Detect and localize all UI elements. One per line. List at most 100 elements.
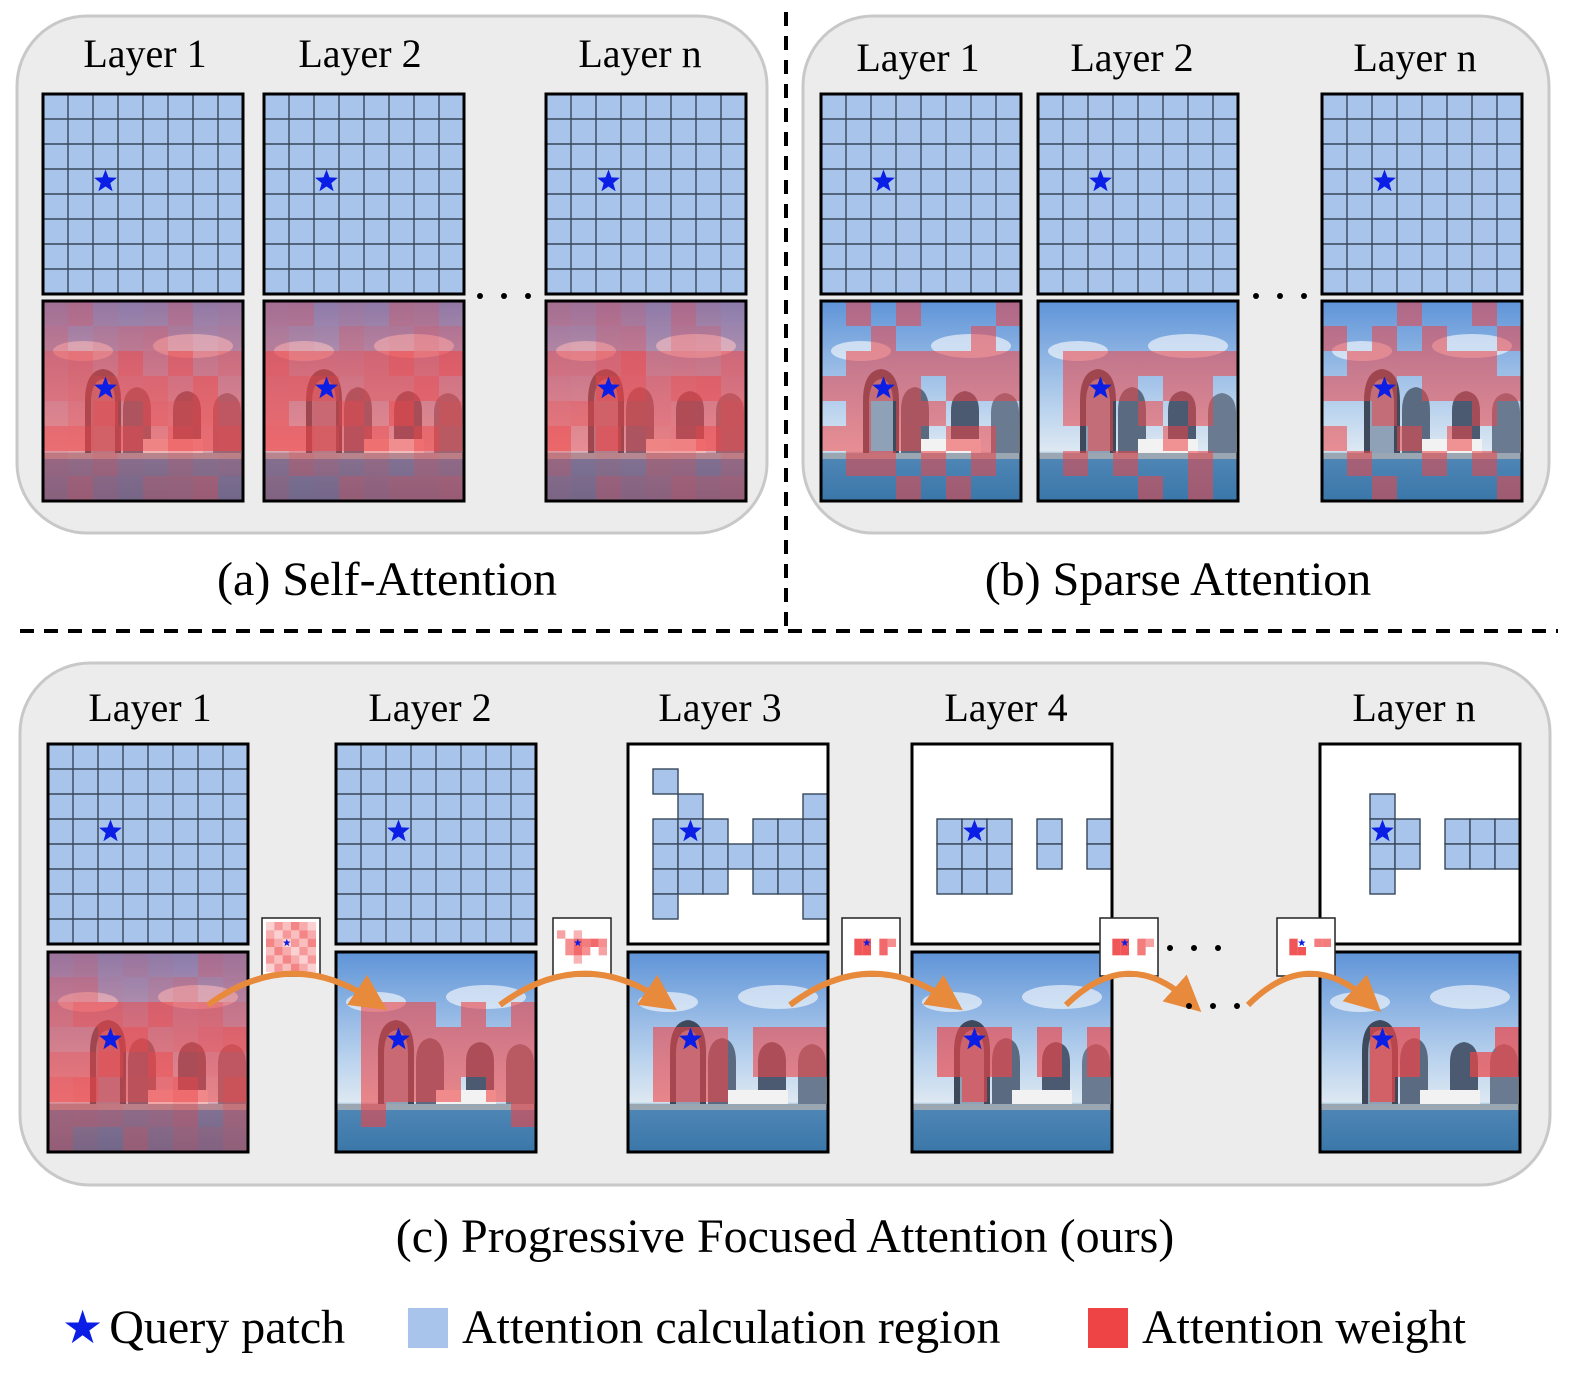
attention-weight-cell (48, 1077, 73, 1102)
thumbnail-cell (274, 947, 283, 956)
attention-weight-cell (671, 326, 696, 351)
attention-weight-cell (364, 476, 389, 501)
attention-weight-cell (1088, 351, 1113, 376)
panel-a-region-grid (41, 92, 245, 296)
attention-weight-cell (1395, 1052, 1420, 1077)
thumbnail-cell (299, 922, 308, 931)
attention-weight-cell (1113, 351, 1138, 376)
panel-c-layer-label: Layer 4 (944, 685, 1067, 730)
attention-weight-cell (1347, 351, 1372, 376)
thumbnail-cell (266, 947, 275, 956)
attention-weight-cell (389, 301, 414, 326)
attention-weight-cell (703, 1077, 728, 1102)
attention-weight-cell (123, 952, 148, 977)
attention-weight-cell (946, 351, 971, 376)
attention-weight-cell (264, 301, 289, 326)
attention-weight-cell (289, 476, 314, 501)
attention-weight-cell (1372, 476, 1397, 501)
star-icon (1373, 169, 1396, 192)
region-cell (677, 868, 704, 895)
thumbnail-cell (1322, 938, 1331, 947)
ellipsis-dot (1277, 293, 1283, 299)
attention-weight-cell (1037, 1027, 1062, 1052)
attention-weight-cell (721, 401, 746, 426)
thumbnail-cell (266, 930, 275, 939)
grid-border (1318, 742, 1522, 946)
attention-weight-cell (98, 952, 123, 977)
thumbnail-cell (299, 955, 308, 964)
attention-weight-cell (118, 376, 143, 401)
star-icon (963, 1027, 986, 1050)
attention-weight-cell (439, 351, 464, 376)
attention-weight-cell (803, 1027, 828, 1052)
attention-weight-cell (193, 476, 218, 501)
attention-weight-cell (646, 351, 671, 376)
region-cell (1444, 818, 1471, 845)
thumbnail-cell (291, 947, 300, 956)
attention-weight-cell (289, 376, 314, 401)
attention-weight-cell (264, 376, 289, 401)
attention-weight-cell (143, 326, 168, 351)
star-icon: ★ (62, 1301, 104, 1353)
attention-weight-cell (1188, 376, 1213, 401)
panel-b-ellipsis (1253, 293, 1307, 299)
grid-border (41, 92, 245, 296)
panel-c-layer3-attention-photo (626, 950, 830, 1154)
region-cell (1444, 843, 1471, 870)
attention-weight-cell (671, 351, 696, 376)
attention-weight-cell (671, 401, 696, 426)
attention-weight-cell (411, 1002, 436, 1027)
attention-weight-cell (68, 426, 93, 451)
attention-weight-cell (98, 1002, 123, 1027)
attention-weight-cell (223, 1077, 248, 1102)
attention-weight-cell (123, 1052, 148, 1077)
attention-weight-cell (68, 401, 93, 426)
thumbnail-cell (590, 938, 599, 947)
attention-map-thumbnail (841, 917, 901, 977)
star-icon (574, 938, 582, 947)
attention-weight-cell (173, 977, 198, 1002)
panel-b-attention-photo (1320, 299, 1524, 503)
attention-weight-cell (646, 476, 671, 501)
region-cell (727, 843, 754, 870)
attention-weight-cell (511, 1052, 536, 1077)
attention-weight-cell (264, 451, 289, 476)
thumbnail-cell (598, 938, 607, 947)
attention-weight-cell (73, 1027, 98, 1052)
attention-weight-cell (289, 401, 314, 426)
attention-weight-cell (173, 1027, 198, 1052)
attention-weight-cell (168, 326, 193, 351)
attention-weight-cell (721, 376, 746, 401)
thumbnail-cell (1289, 938, 1298, 947)
attention-weight-cell (148, 1052, 173, 1077)
attention-weight-cell (411, 1077, 436, 1102)
attention-weight-cell (264, 426, 289, 451)
panel-a-attention-photo (544, 299, 748, 503)
attention-weight-cell (1163, 376, 1188, 401)
region-cell (802, 868, 829, 895)
thumbnail-cell (1120, 947, 1129, 956)
star-icon (1298, 938, 1306, 947)
star-icon (94, 376, 117, 399)
attention-weight-cell (48, 1052, 73, 1077)
attention-weight-cell (596, 426, 621, 451)
legend-weight-label: Attention weight (1142, 1301, 1466, 1354)
attention-weight-cell (118, 401, 143, 426)
attention-weight-cell (223, 1027, 248, 1052)
attention-weight-cell (971, 326, 996, 351)
attention-weight-cell (671, 451, 696, 476)
region-cell (1086, 843, 1113, 870)
attention-weight-cell (93, 301, 118, 326)
attention-weight-cell (1497, 376, 1522, 401)
attention-weight-cell (48, 952, 73, 977)
attention-weight-cell (123, 1027, 148, 1052)
attention-weight-cell (361, 1077, 386, 1102)
thumbnail-cell (1289, 947, 1298, 956)
attention-weight-cell (123, 1127, 148, 1152)
region-cell (777, 818, 804, 845)
attention-weight-cell (971, 426, 996, 451)
region-cell (1394, 818, 1421, 845)
region-cell (752, 818, 779, 845)
attention-weight-cell (1422, 376, 1447, 401)
star-icon (1371, 1027, 1394, 1050)
